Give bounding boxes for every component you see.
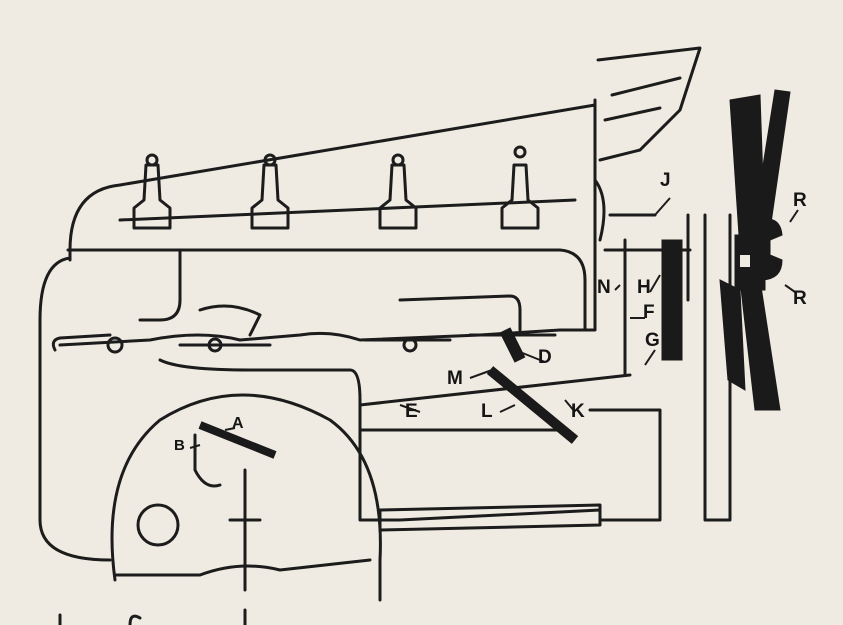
engine-block-outline <box>38 46 702 562</box>
label-k: K <box>571 401 585 422</box>
flywheel-housing <box>110 393 382 602</box>
label-d: D <box>538 347 552 368</box>
label-j: J <box>660 170 671 191</box>
label-n: N <box>597 277 611 298</box>
label-b: B <box>174 437 185 454</box>
label-r-bottom: R <box>793 288 807 309</box>
label-l: L <box>481 401 493 422</box>
label-g: G <box>645 330 660 351</box>
label-a: A <box>232 415 244 432</box>
leader-lines <box>189 197 799 449</box>
label-f: F <box>643 302 655 323</box>
linkage-rods <box>358 213 692 444</box>
label-r-top: R <box>793 190 807 211</box>
label-m: M <box>447 368 463 389</box>
label-e: E <box>405 401 418 422</box>
spark-plugs <box>132 145 540 230</box>
label-h: H <box>637 277 651 298</box>
manifold <box>51 294 562 354</box>
pulley-and-fan <box>661 89 791 522</box>
cut-off-caption-fragment <box>58 608 247 625</box>
